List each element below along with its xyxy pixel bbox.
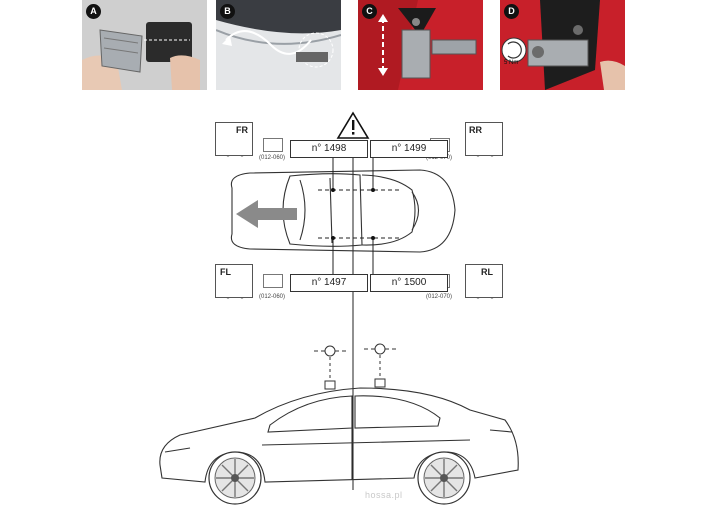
step-c-photo: C (358, 0, 483, 90)
step-a-badge: A (86, 4, 101, 19)
rl-part-code: (012-070) (426, 294, 453, 300)
step-a-photo: A (82, 0, 207, 90)
watermark: hossa.pl (365, 490, 403, 500)
fr-part-code: (012-060) (259, 155, 286, 161)
fr-position-box (215, 122, 253, 156)
step-d-badge: D (504, 4, 519, 19)
step-d-photo: D 5 Nm (500, 0, 625, 90)
warning-triangle-icon (336, 111, 370, 139)
fl-part-code: (012-060) (259, 294, 286, 300)
step-c-badge: C (362, 4, 377, 19)
step-b-photo: B (216, 0, 341, 90)
fr-position-label: FR (236, 125, 248, 135)
roof-foot-markers (314, 343, 396, 390)
fl-position-label: FL (220, 267, 231, 277)
mounting-lines (318, 158, 400, 275)
rear-wheel (417, 451, 471, 505)
fl-spare-box (263, 274, 283, 288)
torque-label: 5 Nm (504, 60, 519, 66)
rl-position-label: RL (481, 267, 493, 277)
step-b-badge: B (220, 4, 235, 19)
fl-ref-number: n° 1497 (290, 274, 368, 292)
car-side-view (159, 387, 519, 483)
driving-direction-arrow (236, 200, 297, 228)
rr-ref-number: n° 1499 (370, 140, 448, 158)
rr-part-code: (012-070) (426, 155, 453, 161)
fr-spare-box (263, 138, 283, 152)
rl-position-box (465, 264, 503, 298)
rr-position-box (465, 122, 503, 156)
fl-position-box (215, 264, 253, 298)
mounting-points (331, 188, 375, 240)
front-wheel (208, 451, 262, 505)
fr-ref-number: n° 1498 (290, 140, 368, 158)
rl-ref-number: n° 1500 (370, 274, 448, 292)
rr-position-label: RR (469, 125, 482, 135)
